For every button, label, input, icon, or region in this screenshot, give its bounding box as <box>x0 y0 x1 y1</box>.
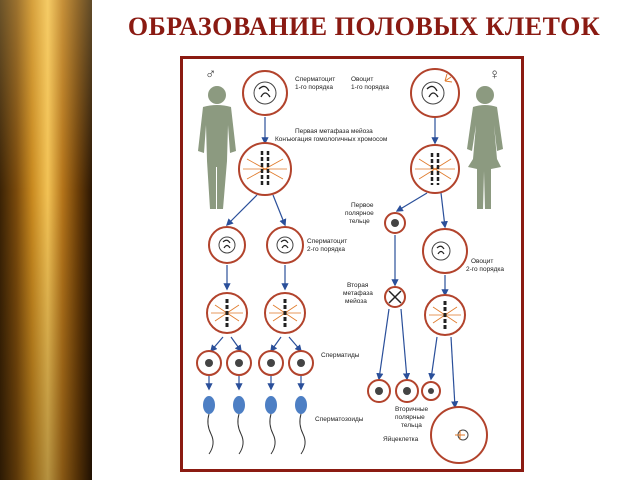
second-polar-body <box>395 379 419 403</box>
spermatocyte-2-cell <box>266 226 304 264</box>
spermatid-cell <box>196 350 222 376</box>
first-polar-body <box>384 212 406 234</box>
metaphase-2-male-cell <box>206 292 248 334</box>
decorative-sidebar <box>0 0 92 480</box>
label-spermatocyte-1: Сперматоцит <box>295 76 335 83</box>
label-second-polar-3: тельца <box>401 422 422 429</box>
label-first-polar-2: полярное <box>345 210 374 217</box>
label-second-polar-2: полярные <box>395 414 425 421</box>
spermatozoon-icon <box>203 396 215 455</box>
label-spermatozoa: Сперматозоиды <box>315 416 364 423</box>
label-first-polar-3: тельце <box>349 218 370 225</box>
label-oocyte-1: Овоцит <box>351 76 373 83</box>
label-metaphase-2-2: метафаза <box>343 290 373 297</box>
spermatozoon-icon <box>265 396 277 455</box>
female-silhouette-icon <box>467 86 503 209</box>
slide-title: ОБРАЗОВАНИЕ ПОЛОВЫХ КЛЕТОК <box>127 12 601 41</box>
second-polar-body <box>367 379 391 403</box>
metaphase-2-male-cell <box>264 292 306 334</box>
metaphase-1-male-cell <box>238 142 292 196</box>
label-conjugation: Конъюгация гомологичных хромосом <box>275 136 388 143</box>
male-silhouette-icon <box>198 86 236 209</box>
spermatocyte-1-cell <box>242 70 288 116</box>
label-oocyte-2: Овоцит <box>471 258 493 265</box>
oocyte-2-cell <box>422 228 468 274</box>
gametogenesis-figure: ♂ ♀ <box>180 56 524 472</box>
label-egg: Яйцеклетка <box>383 435 419 443</box>
second-polar-body <box>421 381 441 401</box>
arrows <box>205 117 459 409</box>
spermatid-cell <box>258 350 284 376</box>
spermatid-cell <box>288 350 314 376</box>
label-spermatocyte-2: Сперматоцит <box>307 238 347 245</box>
oocyte-1-cell <box>410 68 460 118</box>
label-spermatocyte-2-order: 2-го порядка <box>307 246 345 253</box>
female-symbol: ♀ <box>489 66 500 83</box>
label-spermatids: Сперматиды <box>321 352 360 359</box>
spermatozoon-icon <box>295 396 307 455</box>
label-spermatocyte-1-order: 1-го порядка <box>295 84 333 91</box>
gametogenesis-diagram: ♂ ♀ <box>196 66 504 464</box>
label-second-polar-1: Вторичные <box>395 406 429 413</box>
spermatocyte-2-cell <box>208 226 246 264</box>
label-oocyte-1-order: 1-го порядка <box>351 84 389 91</box>
label-metaphase-1: Первая метафаза мейоза <box>295 127 373 135</box>
label-first-polar-1: Первое <box>351 202 374 209</box>
label-metaphase-2-1: Вторая <box>347 282 369 289</box>
spermatid-cell <box>226 350 252 376</box>
label-metaphase-2-3: мейоза <box>345 297 367 305</box>
spermatozoon-icon <box>233 396 245 455</box>
egg-cell <box>430 406 488 464</box>
metaphase-2-polar-body <box>384 286 406 308</box>
male-symbol: ♂ <box>205 66 216 83</box>
metaphase-2-female-cell <box>424 294 466 336</box>
label-oocyte-2-order: 2-го порядка <box>466 266 504 273</box>
metaphase-1-female-cell <box>410 144 460 194</box>
